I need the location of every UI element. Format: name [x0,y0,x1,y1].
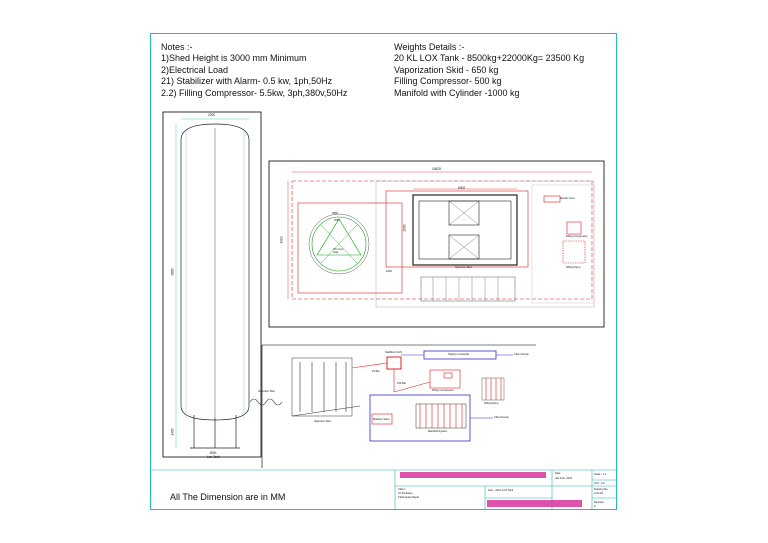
plan-label-compressor: Filling Compressor [566,235,588,238]
date-value: Jan 21st, 2022 [555,477,573,480]
note-line-2: 2)Electrical Load [161,65,229,75]
plan-dim-2: 2087 [334,219,340,222]
scale-label: Scale : 1:1 [594,473,607,476]
weights-heading: Weights Details :- [394,42,465,52]
flow-bar-label-1: 15 Bar [372,370,380,373]
flow-vap-skid-1: Vaporiser Skid [258,390,275,393]
weight-line-2: Vaporization Skid - 650 kg [394,65,499,75]
title-block-lines [150,469,617,510]
plan-label-ramp: Filling Ramp [566,266,581,269]
redaction-bar-1 [400,472,546,478]
plan-frame [268,160,605,328]
client-label: Client : [398,488,407,491]
dimension-note: All The Dimension are in MM [170,492,286,502]
client-line-1: JO Embassy [398,492,413,495]
redaction-bar-2 [487,500,582,507]
notes-heading: Notes :- [161,42,193,52]
revision-label: Revision : [594,501,606,504]
plan-overall-height: 4910 [279,236,284,244]
weight-line-4: Manifold with Cylinder -1000 kg [394,88,520,98]
flow-manifold: Manifold System [428,430,448,433]
tank-leg-dim: 1400 [170,428,175,436]
revision-value: 0 [594,505,596,508]
note-line-3: 21) Stabilizer with Alarm- 0.5 kw, 1ph,5… [161,76,333,86]
client-line-2: Kathmandu Nepal [398,496,419,499]
weight-line-1: 20 KL LOX Tank - 8500kg+22000Kg= 23500 K… [394,53,585,63]
flow-ramp: Filling Ramp [484,402,499,405]
plan-overall-width: 10625 [432,167,441,171]
tank-width-dim: 2200 [208,113,216,117]
note-line-4: 2.2) Filling Compressor- 5.5kw, 3ph,380v… [161,88,348,98]
plan-skid-height: 2000 [402,224,407,232]
flow-vap-skid-2: Vaporiser Skid [314,420,331,423]
plan-dim-3: 1600 [386,270,392,273]
flow-client-scope-1: Client Scope [514,353,529,356]
elevation-dimensions [175,118,249,448]
flow-client-scope-2: Client Scope [494,416,509,419]
flow-compressor: Filling Compressor [432,389,454,392]
flow-valve-box: Mainline Valve [373,418,390,421]
tank-caption: 20KL Lox Tank [207,451,220,459]
tank-height-dim: 9880 [170,268,175,276]
flow-supply: Supply to Hospital [448,353,469,356]
date-label: Date : [555,472,562,475]
flow-bar-label-2: 150 Bar [397,382,407,385]
drawing-no-label: Drawing No. [594,488,609,491]
tank-elevation [180,123,250,449]
plan-label-electric: Electric Cont. [560,197,576,200]
elevation-frame [162,111,262,458]
plan-tank-label: 20 kl Lox Tank [333,248,344,254]
plan-dim-1: 3800 [332,212,338,215]
drawing-no-value: LOX-02 [594,492,603,495]
unit-label: Unit : mm [594,482,606,485]
flow-stabilizer: Stabilizer GCS [385,351,403,354]
flow-diagram [249,344,536,468]
item-label: Item : 20KL LOX Tank [488,489,514,492]
plan-skid-label: Vaporiser Skid [455,266,472,269]
weight-line-3: Filling Compressor- 500 kg [394,76,502,86]
plan-view [287,171,595,308]
note-line-1: 1)Shed Height is 3000 mm Minimum [161,53,307,63]
plan-skid-width: 6000 [458,186,466,190]
drawing-sheet [150,33,617,510]
